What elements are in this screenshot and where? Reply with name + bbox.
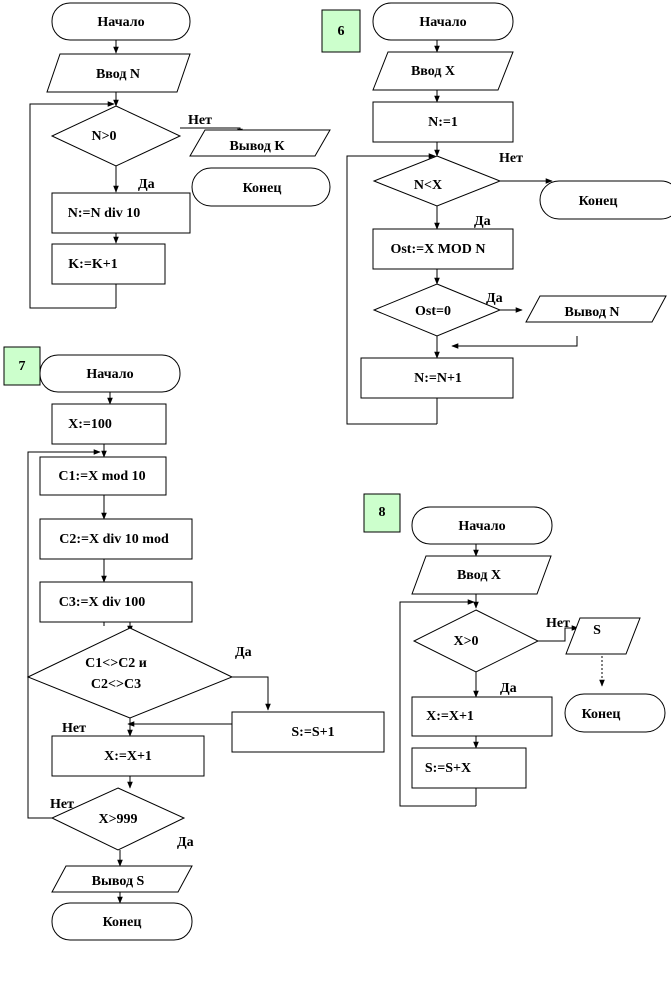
output-block: [525, 295, 667, 323]
condition-label: X>0: [453, 634, 478, 649]
condition-diamond: [50, 105, 182, 167]
yes-label-2: Да: [177, 835, 194, 850]
start-terminal: [372, 2, 514, 41]
start-terminal: [51, 2, 191, 41]
output-label: S: [593, 623, 601, 638]
increment-block: [51, 243, 166, 285]
connectors-8: [399, 544, 605, 807]
end-terminal: [539, 180, 671, 220]
diagram-number-badge: [363, 493, 401, 533]
condition-diamond: [26, 627, 234, 719]
step-label: N:=N div 10: [68, 206, 141, 221]
condition-label-line2: C2<>C3: [91, 677, 141, 692]
input-label: Ввод X: [411, 64, 455, 79]
increment-label: N:=N+1: [414, 371, 462, 386]
end-terminal: [191, 167, 331, 207]
yes-label: Да: [474, 214, 491, 229]
step-label: X:=X+1: [426, 709, 474, 724]
increment-x-label: X:=X+1: [104, 749, 152, 764]
start-label: Начало: [86, 367, 133, 382]
c2-label: C2:=X div 10 mod: [59, 532, 169, 547]
diagram-number: 7: [19, 359, 26, 374]
yes-label-2: Да: [486, 291, 503, 306]
step-block: [51, 192, 191, 234]
input-block: [46, 53, 191, 93]
condition2-label: Ost=0: [415, 304, 451, 319]
end-terminal: [51, 902, 193, 941]
yes-label: Да: [138, 177, 155, 192]
start-label: Начало: [97, 15, 144, 30]
output-label: Вывод К: [229, 139, 285, 154]
no-label-2: Нет: [50, 797, 74, 812]
diagram-left-top: Начало Ввод N N>0 Нет Вывод К Конец Да N…: [29, 2, 331, 309]
init-block: [51, 403, 167, 445]
c1-block: [39, 456, 167, 496]
diagram-8: 8 Начало Ввод X X>0 Нет S Да Конец X:=X+…: [363, 493, 666, 807]
output-label: Вывод N: [564, 305, 619, 320]
diagram-number-badge: [321, 9, 361, 53]
diagram-number: 6: [338, 24, 345, 39]
no-label: Нет: [499, 151, 523, 166]
start-label: Начало: [419, 15, 466, 30]
yes-label: Да: [500, 681, 517, 696]
increment-block: [360, 357, 514, 399]
condition-label-line1: C1<>C2 и: [85, 656, 147, 671]
condition-label: N>0: [91, 129, 116, 144]
sum-label: S:=S+X: [425, 761, 471, 776]
diagram-number-badge: [3, 346, 41, 386]
init-block: [372, 101, 514, 143]
end-label: Конец: [243, 181, 282, 196]
input-block: [411, 555, 552, 595]
condition-diamond: [372, 155, 502, 207]
start-terminal: [39, 354, 181, 393]
no-label: Нет: [188, 113, 212, 128]
increment-x-block: [51, 735, 205, 777]
connectors-7: [27, 392, 271, 904]
condition2-diamond: [372, 283, 502, 337]
output-block: [189, 129, 331, 157]
end-label: Конец: [103, 915, 142, 930]
init-label: N:=1: [428, 115, 458, 130]
condition2-label: X>999: [98, 812, 137, 827]
c3-block: [39, 581, 193, 623]
c1-label: C1:=X mod 10: [58, 469, 145, 484]
diagram-7: 7 Начало X:=100 C1:=X mod 10 C2:=X div 1…: [3, 346, 385, 941]
input-block: [372, 51, 514, 91]
no-label: Нет: [546, 616, 570, 631]
increment-s-label: S:=S+1: [291, 725, 334, 740]
increment-s-block: [231, 711, 385, 753]
diagram-6: 6 Начало Ввод X N:=1 N<X Нет Конец Да Os…: [321, 2, 671, 425]
remainder-label: Ost:=X MOD N: [390, 242, 485, 257]
no-label: Нет: [62, 721, 86, 736]
c2-block: [39, 518, 193, 560]
end-label: Конец: [579, 194, 618, 209]
remainder-block: [372, 228, 514, 270]
step-block: [411, 696, 553, 737]
output-block: [51, 865, 193, 893]
condition-label: N<X: [414, 178, 442, 193]
increment-label: K:=K+1: [68, 257, 117, 272]
end-terminal: [564, 693, 666, 733]
end-label: Конец: [582, 707, 621, 722]
start-label: Начало: [458, 519, 505, 534]
condition-diamond: [412, 609, 540, 673]
c3-label: C3:=X div 100: [59, 595, 146, 610]
output-block: [565, 617, 641, 655]
input-label: Ввод X: [457, 568, 501, 583]
yes-label: Да: [235, 645, 252, 660]
sum-block: [411, 747, 527, 789]
connectors-6: [346, 40, 578, 425]
condition2-diamond: [50, 787, 186, 851]
init-label: X:=100: [68, 417, 112, 432]
connectors-left-top: [29, 40, 243, 309]
input-label: Ввод N: [96, 67, 140, 82]
output-label: Вывод S: [92, 874, 145, 889]
start-terminal: [411, 506, 553, 545]
diagram-number: 8: [379, 505, 386, 520]
